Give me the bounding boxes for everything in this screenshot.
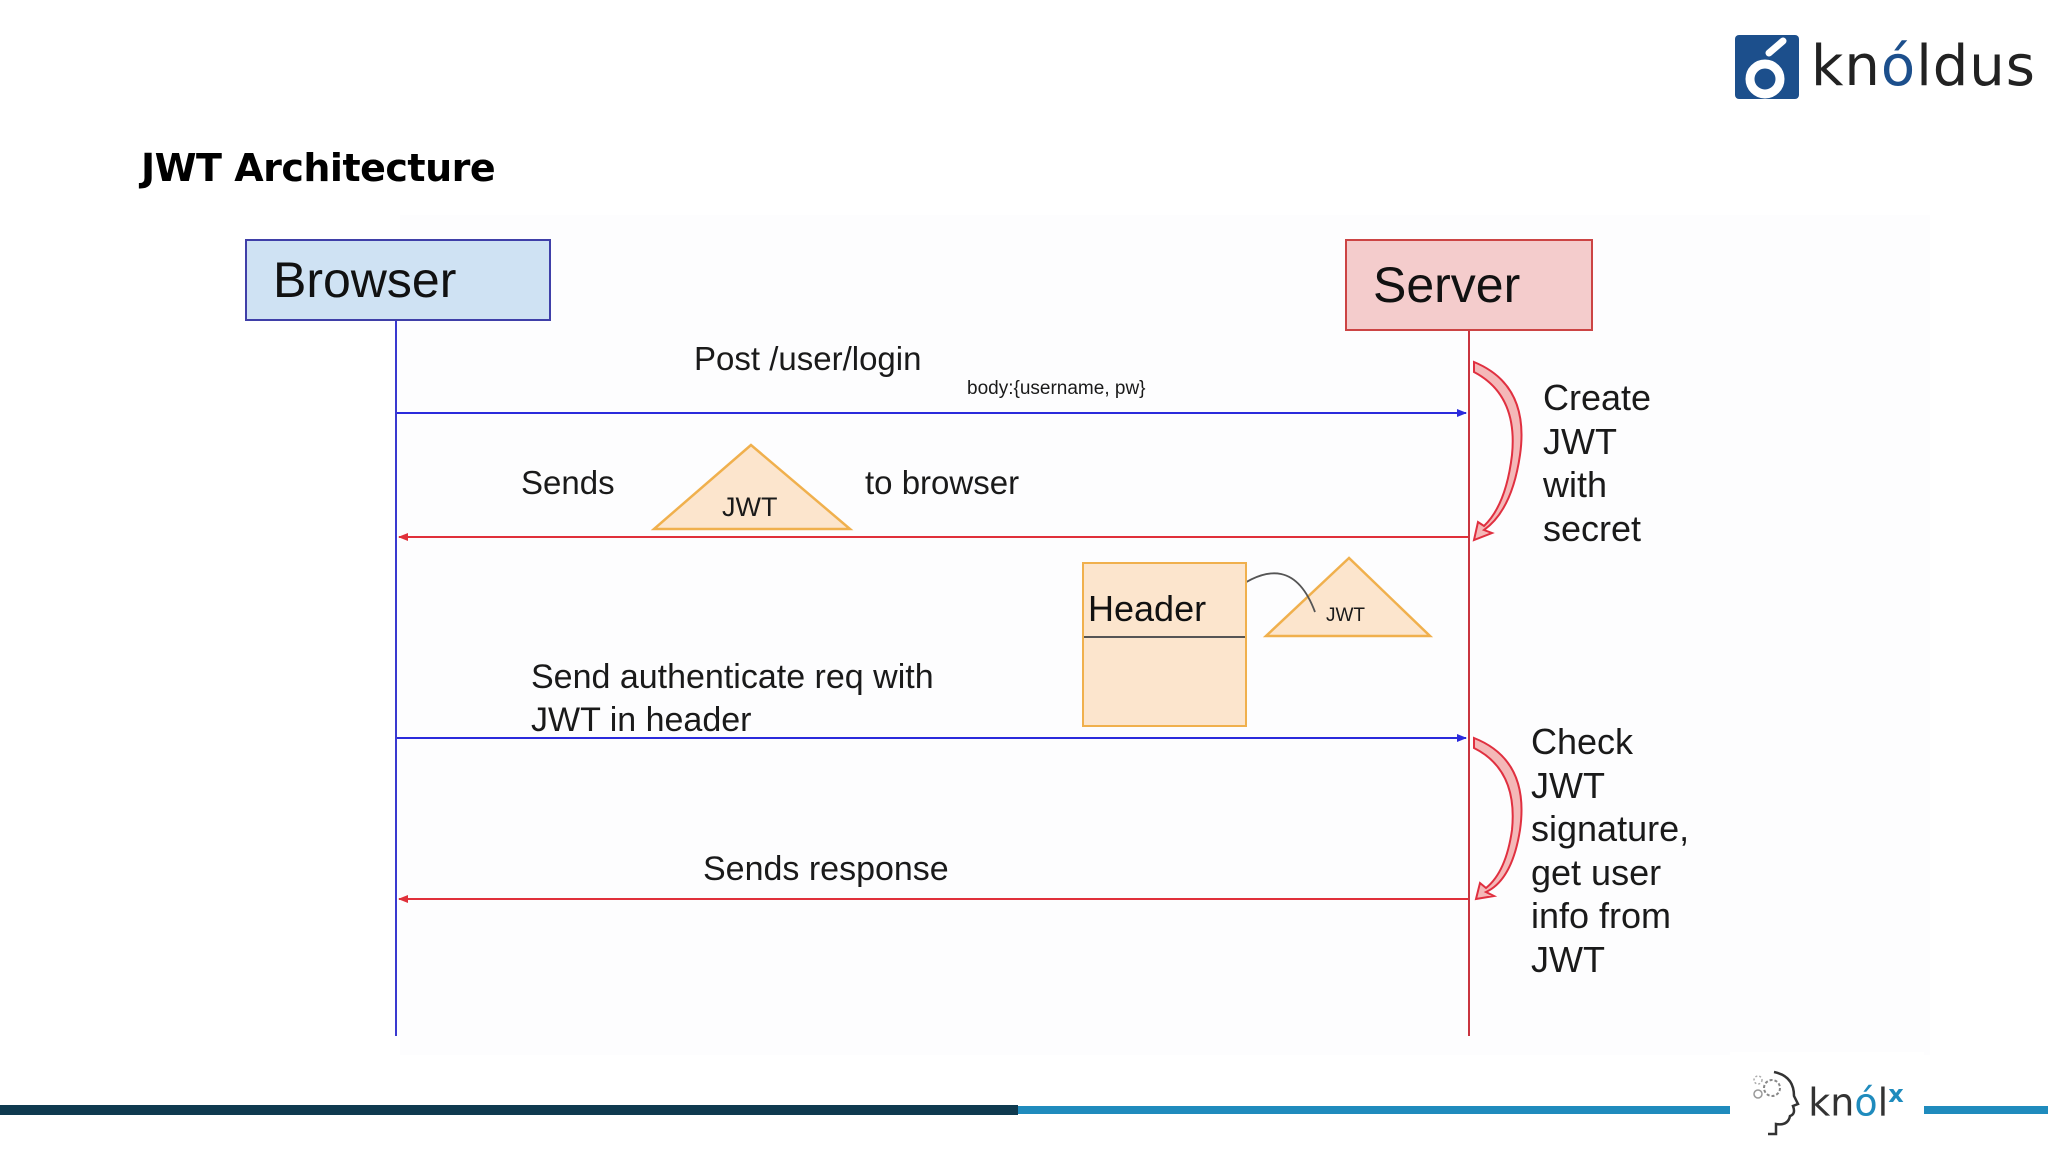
- knolx-text-part: l: [1877, 1080, 1889, 1125]
- request-header-box: Header: [1082, 562, 1247, 727]
- message-label-auth-line1: Send authenticate req with: [531, 658, 934, 696]
- jwt-token-label: JWT: [722, 492, 778, 522]
- knolx-logo: knólx: [1730, 1052, 1924, 1152]
- knolx-superscript: x: [1888, 1079, 1904, 1108]
- knolx-logo-text: knólx: [1808, 1080, 1903, 1125]
- server-actor-box: Server: [1345, 239, 1593, 331]
- knoldus-logo-mark-icon: [1735, 34, 1799, 99]
- message-label-to-browser: to browser: [865, 464, 1020, 501]
- message-label-auth-line2: JWT in header: [531, 701, 752, 739]
- jwt-token-small-label: JWT: [1326, 605, 1366, 626]
- logo-text-accent: ó: [1880, 34, 1917, 99]
- knolx-text-accent: ó: [1854, 1080, 1878, 1125]
- message-label-response: Sends response: [703, 850, 949, 888]
- message-label-sends: Sends: [521, 464, 615, 501]
- header-box-label: Header: [1088, 588, 1207, 629]
- logo-text-part: kn: [1811, 34, 1881, 99]
- knoldus-logo-text: knóldus: [1811, 34, 2036, 99]
- header-box-divider: [1084, 636, 1245, 638]
- knoldus-logo: knóldus: [1735, 34, 2036, 99]
- footer-bar-light: [1018, 1106, 2048, 1114]
- browser-actor-box: Browser: [245, 239, 551, 321]
- jwt-token-triangle-icon: [650, 443, 854, 531]
- check-jwt-curved-arrow-icon: [1473, 736, 1523, 901]
- knolx-text-part: kn: [1808, 1080, 1855, 1125]
- message-label-login: Post /user/login: [694, 340, 922, 377]
- page-title: JWT Architecture: [141, 146, 496, 190]
- logo-text-part: ldus: [1916, 34, 2036, 99]
- message-sublabel-login: body:{username, pw}: [967, 378, 1146, 399]
- browser-actor-label: Browser: [273, 252, 457, 308]
- knolx-head-icon: [1753, 1070, 1801, 1136]
- server-note-check-jwt: Check JWT signature, get user info from …: [1531, 721, 1690, 980]
- server-actor-label: Server: [1373, 257, 1521, 313]
- footer-bar-dark: [0, 1105, 1018, 1115]
- create-jwt-curved-arrow-icon: [1472, 360, 1523, 542]
- server-note-create-jwt: Create JWT with secret: [1543, 377, 1652, 549]
